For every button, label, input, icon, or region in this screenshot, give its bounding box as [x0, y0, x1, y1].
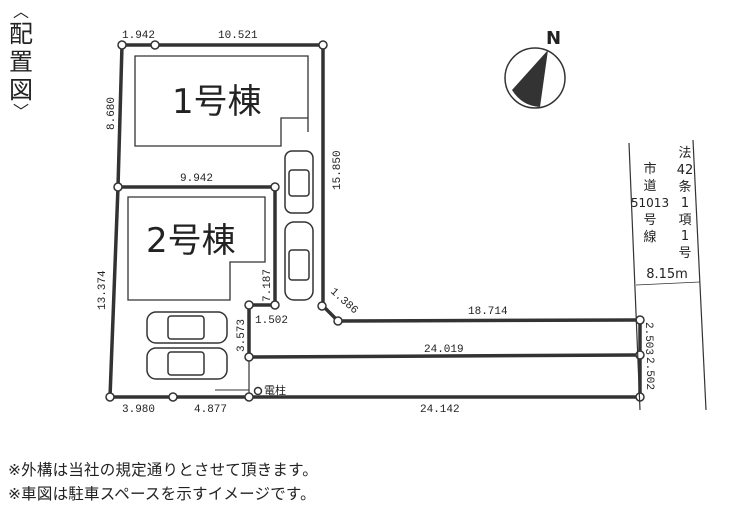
compass-north-label: N: [546, 28, 561, 49]
page-title: ︿ 配 置 図 ﹀: [8, 4, 34, 120]
svg-text:51013: 51013: [631, 196, 669, 210]
road-width: 8.15m: [646, 267, 688, 282]
north-compass-icon: N: [504, 28, 566, 109]
svg-text:1: 1: [681, 196, 689, 211]
dim-bottom-left: 3.980: [122, 404, 155, 416]
svg-text:市: 市: [643, 161, 656, 177]
utility-pole-icon: [253, 386, 263, 396]
car-icon: [284, 221, 314, 301]
car-icon: [146, 347, 228, 380]
building-outlines: [127, 55, 309, 301]
dim-right-upper: 2.503: [642, 322, 654, 355]
utility-pole-label: 電柱: [264, 383, 286, 397]
svg-text:線: 線: [643, 229, 656, 245]
road-lines: [628, 139, 707, 411]
svg-text:条: 条: [678, 179, 691, 195]
dim-inner-vertical: 7.187: [262, 269, 274, 302]
svg-text:法: 法: [678, 146, 691, 161]
title-open-bracket: ︿: [12, 2, 29, 21]
svg-text:道: 道: [643, 179, 656, 194]
dim-top: 10.521: [218, 30, 258, 42]
dim-right-lower: 2.502: [643, 357, 655, 390]
svg-text:号: 号: [678, 246, 691, 261]
building-2-label: 2号棟: [146, 221, 236, 261]
dim-right: 15.850: [332, 150, 344, 190]
car-icons: [146, 150, 314, 380]
road-label: 市 道 51013 号 線 法 42 条 1 項 1 号 8.15m: [631, 146, 693, 282]
dim-road-top: 18.714: [468, 306, 508, 318]
dim-side-left: 3.573: [236, 319, 248, 352]
title-char: 図: [9, 76, 33, 104]
car-icon: [146, 311, 228, 344]
note-car-image: ※車図は駐車スペースを示すイメージです。: [8, 485, 316, 503]
dim-top-left: 1.942: [122, 30, 155, 42]
title-char: 置: [9, 48, 33, 76]
dim-middle-long: 24.019: [424, 344, 464, 356]
dim-bottom-long: 24.142: [420, 404, 460, 416]
dim-bottom-mid: 4.877: [194, 404, 227, 416]
dim-left-upper: 8.680: [106, 97, 118, 130]
svg-text:項: 項: [678, 213, 691, 228]
dim-left-lower: 13.374: [97, 270, 109, 310]
svg-text:号: 号: [643, 213, 656, 228]
title-char: 配: [9, 20, 33, 48]
car-icon: [284, 150, 314, 214]
building-1-label: 1号棟: [172, 82, 262, 122]
title-close-bracket: ﹀: [12, 102, 29, 121]
dim-middle: 9.942: [180, 173, 213, 185]
note-exterior: ※外構は当社の規定通りとさせて頂きます。: [8, 461, 318, 479]
dim-diagonal: 1.386: [327, 286, 360, 317]
dim-inner-short: 1.502: [255, 315, 288, 327]
svg-text:42: 42: [677, 163, 694, 178]
svg-text:1: 1: [681, 229, 689, 244]
